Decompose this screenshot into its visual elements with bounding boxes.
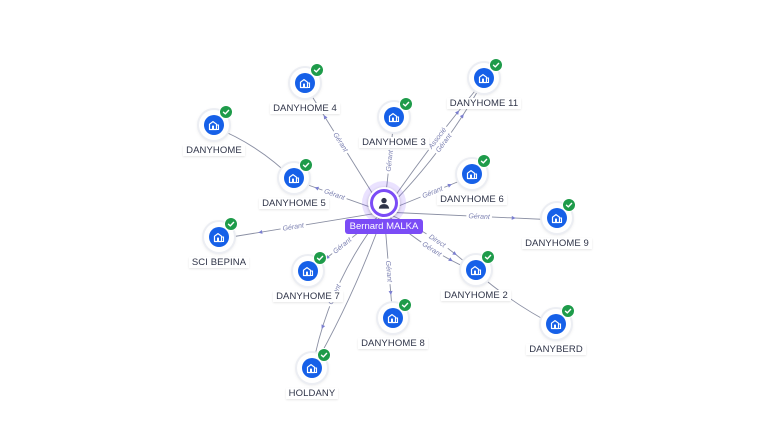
company-label: SCI BEPINA — [188, 257, 250, 268]
verified-check-icon — [561, 304, 575, 318]
company-node-danyhome6[interactable]: DANYHOME 6 — [412, 154, 532, 219]
person-icon — [373, 192, 395, 214]
edge-arrow-icon — [314, 186, 320, 191]
edge-label: Gérant — [282, 222, 305, 233]
edge-label-bg — [418, 183, 446, 201]
edge-label: Gérant — [386, 149, 395, 172]
verified-check-icon — [477, 154, 491, 168]
building-icon — [284, 168, 304, 188]
building-icon — [547, 208, 567, 228]
edge-label-bg — [425, 123, 450, 152]
company-disc — [297, 348, 331, 383]
edge-arrow-icon — [455, 110, 460, 115]
person-name-label: Bernard MALKA — [344, 219, 424, 234]
edge-arrow-icon — [323, 115, 328, 120]
edge-arrow-icon — [258, 229, 263, 234]
company-node-holdany[interactable]: HOLDANY — [252, 348, 372, 413]
company-label: DANYHOME 5 — [259, 198, 329, 209]
company-node-danyhome7[interactable]: DANYHOME 7 — [248, 251, 368, 316]
company-disc — [542, 198, 576, 233]
verified-check-icon — [399, 97, 413, 111]
company-node-danyhome8[interactable]: DANYHOME 8 — [333, 298, 453, 363]
verified-check-icon — [219, 105, 233, 119]
company-label: DANYHOME 6 — [437, 194, 507, 205]
company-label: DANYHOME 7 — [273, 291, 343, 302]
company-label: HOLDANY — [285, 388, 339, 399]
company-disc — [469, 58, 503, 93]
company-label: DANYHOME 4 — [270, 103, 340, 114]
company-label: DANYHOME 8 — [358, 338, 428, 349]
verified-check-icon — [489, 58, 503, 72]
company-node-scibepina[interactable]: SCI BEPINA — [159, 217, 279, 282]
company-node-danyhome[interactable]: DANYHOME — [154, 105, 274, 170]
person-ring — [368, 187, 400, 219]
company-label: DANYHOME 11 — [446, 98, 522, 109]
building-icon — [384, 107, 404, 127]
company-node-danyhome11[interactable]: DANYHOME 11 — [424, 58, 544, 123]
edge-label-bg — [466, 211, 493, 221]
edge-arrow-icon — [321, 324, 326, 329]
company-disc — [293, 251, 327, 286]
company-node-danyhome2[interactable]: DANYHOME 2 — [416, 250, 536, 315]
building-icon — [383, 308, 403, 328]
edge-arrow-icon — [448, 257, 453, 262]
verified-check-icon — [481, 250, 495, 264]
company-disc — [461, 250, 495, 285]
company-disc — [379, 97, 413, 132]
building-icon — [302, 358, 322, 378]
verified-check-icon — [299, 158, 313, 172]
edge-label-bg — [330, 128, 352, 155]
company-disc — [290, 63, 324, 98]
edge-label-bg — [432, 130, 455, 156]
edge-label-bg — [321, 185, 349, 202]
edge-label-bg — [419, 238, 446, 260]
company-label: DANYHOME 2 — [441, 290, 511, 301]
company-node-danyberd[interactable]: DANYBERD — [496, 304, 616, 369]
building-icon — [298, 261, 318, 281]
edge-label-bg — [329, 234, 355, 257]
building-icon — [546, 314, 566, 334]
person-halo — [362, 181, 406, 225]
company-node-danyhome3[interactable]: DANYHOME 3 — [334, 97, 454, 162]
edge-arrow-icon — [447, 183, 452, 188]
edge-label: Gérant — [384, 261, 393, 284]
company-node-danyhome4[interactable]: DANYHOME 4 — [245, 63, 365, 128]
company-label: DANYHOME — [183, 145, 245, 156]
building-icon — [466, 260, 486, 280]
company-disc — [378, 298, 412, 333]
building-icon — [295, 73, 315, 93]
company-label: DANYBERD — [526, 344, 586, 355]
company-disc — [204, 217, 238, 252]
edge-label-bg — [383, 147, 395, 174]
building-icon — [462, 164, 482, 184]
company-label: DANYHOME 3 — [359, 137, 429, 148]
company-node-danyhome5[interactable]: DANYHOME 5 — [234, 158, 354, 223]
building-icon — [204, 115, 224, 135]
verified-check-icon — [317, 348, 331, 362]
building-icon — [474, 68, 494, 88]
company-disc — [457, 154, 491, 189]
company-label: DANYHOME 9 — [522, 238, 592, 249]
company-node-danyhome9[interactable]: DANYHOME 9 — [497, 198, 617, 263]
edge-label-bg — [424, 230, 451, 251]
edge-arrow-icon — [452, 251, 457, 255]
verified-check-icon — [398, 298, 412, 312]
company-disc — [199, 105, 233, 140]
verified-check-icon — [310, 63, 324, 77]
verified-check-icon — [313, 251, 327, 265]
edge-label-bg — [384, 258, 395, 285]
company-disc — [541, 304, 575, 339]
building-icon — [209, 227, 229, 247]
edge-arrow-icon — [459, 114, 464, 119]
verified-check-icon — [562, 198, 576, 212]
edge-label: Gérant — [468, 213, 491, 221]
edge-arrow-icon — [511, 215, 516, 220]
verified-check-icon — [224, 217, 238, 231]
center-person-node[interactable]: Bernard MALKA — [314, 181, 454, 251]
company-disc — [279, 158, 313, 193]
edge-arrow-icon — [388, 290, 393, 295]
edge-label-bg — [279, 220, 307, 233]
